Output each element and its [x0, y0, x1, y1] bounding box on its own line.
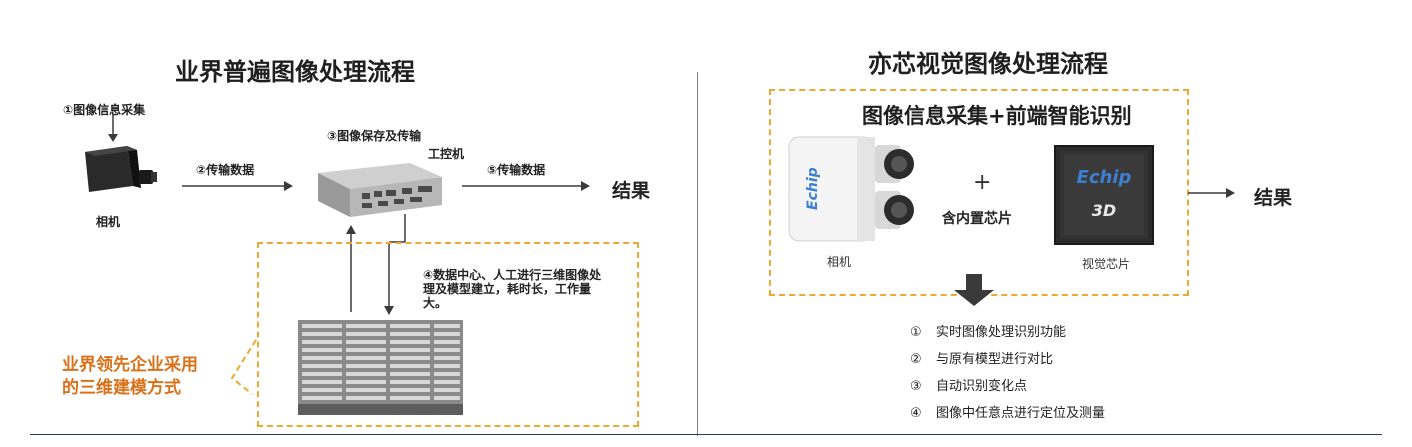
bottom-rule	[30, 434, 1382, 435]
feature-num-3: ③	[910, 379, 922, 394]
chip-model-text: 3D	[1091, 201, 1117, 220]
industrial-camera-image	[75, 140, 165, 200]
camera-brand-label: Echip	[805, 150, 825, 210]
left-result: 结果	[612, 180, 651, 202]
industrial-pc-image	[310, 155, 450, 225]
left-dashed-box	[257, 242, 639, 427]
step3-label: ③图像保存及传输	[327, 129, 422, 143]
callout-text: 业界领先企业采用 的三维建模方式	[62, 354, 198, 400]
feature-item-4: ④ 图像中任意点进行定位及测量	[910, 402, 1105, 429]
right-camera-label: 相机	[827, 255, 852, 269]
right-box-title: 图像信息采集+前端智能识别	[862, 104, 1132, 128]
callout-line1: 业界领先企业采用	[62, 355, 198, 375]
callout-line2: 的三维建模方式	[62, 378, 181, 398]
panel-divider	[697, 72, 698, 436]
left-title: 业界普遍图像处理流程	[175, 58, 415, 86]
feature-text-2: 与原有模型进行对比	[936, 352, 1054, 367]
chip-label: 视觉芯片	[1082, 257, 1131, 271]
vision-chip-image: Echip 3D	[1056, 147, 1152, 243]
plus-sign: +	[973, 170, 992, 195]
ipc-label: 工控机	[428, 147, 465, 161]
feature-item-3: ③ 自动识别变化点	[910, 375, 1105, 402]
feature-item-1: ① 实时图像处理识别功能	[910, 321, 1105, 348]
feature-item-2: ② 与原有模型进行对比	[910, 348, 1105, 375]
camera-brand-text: Echip	[805, 167, 821, 210]
feature-text-4: 图像中任意点进行定位及测量	[936, 406, 1106, 421]
step1-label: ①图像信息采集	[63, 103, 146, 117]
feature-text-3: 自动识别变化点	[936, 379, 1028, 394]
feature-num-1: ①	[910, 325, 922, 340]
step2-label: ②传输数据	[196, 163, 255, 177]
feature-list: ① 实时图像处理识别功能 ② 与原有模型进行对比 ③ 自动识别变化点 ④ 图像中任意点进…	[910, 321, 1105, 429]
feature-text-1: 实时图像处理识别功能	[936, 325, 1067, 340]
right-result: 结果	[1254, 187, 1293, 209]
feature-num-2: ②	[910, 352, 922, 367]
plus-label: 含内置芯片	[942, 211, 1012, 227]
right-title: 亦芯视觉图像处理流程	[868, 50, 1108, 78]
camera-label: 相机	[96, 215, 121, 229]
data-center-image	[298, 320, 463, 415]
right-arrows	[954, 188, 1235, 306]
echip-camera-image	[787, 133, 914, 245]
step4-label: ④数据中心、人工进行三维图像处理及模型建立，耗时长，工作量大。	[423, 268, 602, 310]
step5-label: ⑤传输数据	[487, 163, 546, 177]
feature-num-4: ④	[910, 406, 922, 421]
chip-brand-text: Echip	[1076, 167, 1132, 188]
